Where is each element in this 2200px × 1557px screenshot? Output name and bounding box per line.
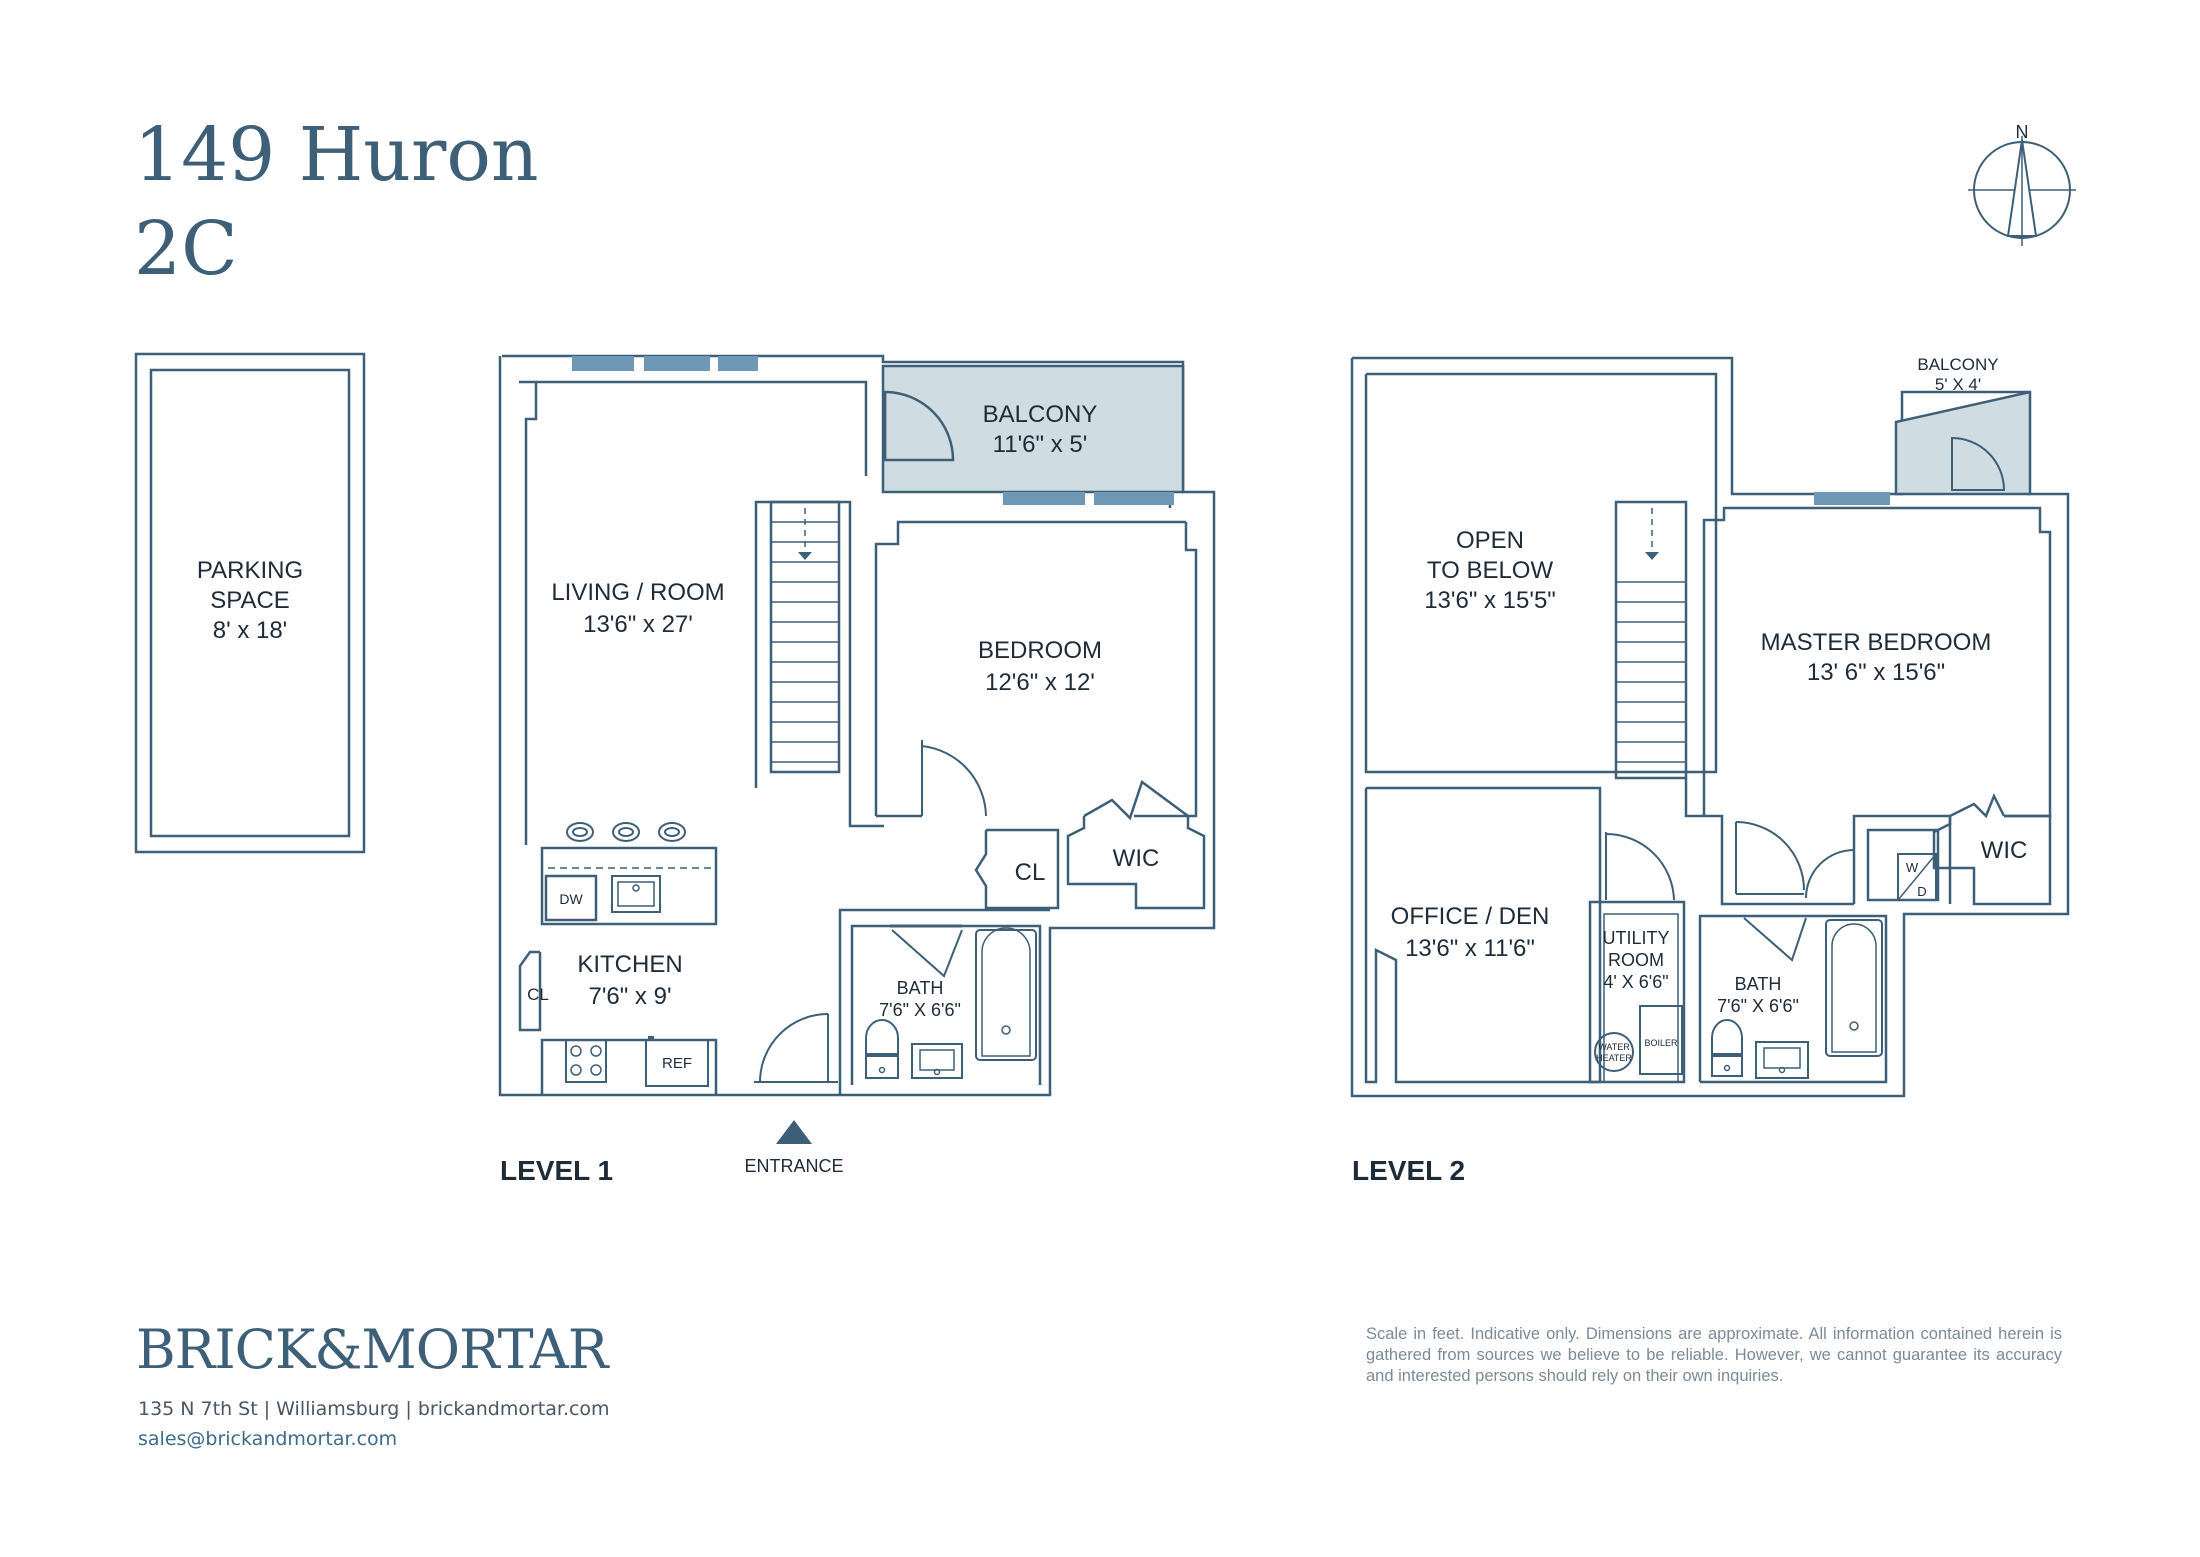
level1-window — [572, 356, 634, 371]
refrigerator — [645, 1039, 709, 1087]
level2-bath-name: BATH — [1735, 974, 1782, 994]
master-bedroom: MASTER BEDROOM 13' 6" x 15'6" — [1702, 506, 2052, 818]
entrance-label: ENTRANCE — [744, 1156, 843, 1176]
entrance-arrow-icon — [776, 1120, 812, 1144]
level2-bath-dims: 7'6" X 6'6" — [1717, 996, 1799, 1016]
level1-balcony-name: BALCONY — [983, 401, 1098, 428]
parking-space: PARKING SPACE 8' x 18' — [134, 352, 366, 854]
level1-kitchen-name: KITCHEN — [577, 951, 682, 978]
level1-bedroom: BEDROOM 12'6" x 12' — [874, 520, 1198, 818]
disclaimer: Scale in feet. Indicative only. Dimensio… — [1366, 1325, 2062, 1385]
utility-dims: 4' X 6'6" — [1603, 972, 1668, 992]
agency-email[interactable]: sales@brickandmortar.com — [138, 1428, 398, 1450]
level2-stairs — [1614, 500, 1854, 906]
level1-inner-wall — [536, 380, 868, 476]
level2-wic-label: WIC — [1981, 837, 2028, 864]
washer-dryer: W D — [1852, 814, 1952, 904]
level2-wic: WIC — [1932, 792, 2052, 906]
open-to-below: OPEN TO BELOW 13'6" x 15'5" — [1364, 372, 1718, 774]
level1-toilet — [865, 1019, 899, 1055]
level2-window — [1814, 492, 1890, 505]
stairs-down-arrow-icon — [798, 552, 812, 560]
compass-north-label: N — [2016, 122, 2029, 142]
kitchen-island: DW — [540, 846, 718, 926]
level1-bath-name: BATH — [897, 978, 944, 998]
level1-bedroom-name: BEDROOM — [978, 637, 1102, 664]
level1-bedroom-dims: 12'6" x 12' — [985, 669, 1095, 696]
utility-line2: ROOM — [1608, 950, 1664, 970]
utility-line1: UTILITY — [1602, 928, 1669, 948]
kitchen-closet-label: CL — [527, 985, 549, 1004]
level1-closet: CL — [974, 828, 1060, 910]
boiler-label: BOILER — [1644, 1038, 1678, 1048]
property-title: 149 Huron — [134, 112, 539, 198]
level1-label: LEVEL 1 — [500, 1155, 613, 1186]
level2-bathtub — [1825, 919, 1883, 1057]
brand-logo: BRICK&MORTAR — [136, 1318, 608, 1381]
level2-bath: BATH 7'6" X 6'6" — [1698, 914, 1888, 1084]
level2-balcony: BALCONY 5' X 4' — [1814, 355, 2032, 505]
level1-bathtub — [975, 929, 1037, 1061]
level1-bath-dims: 7'6" X 6'6" — [879, 1000, 961, 1020]
parking-label-line1: PARKING — [197, 557, 303, 584]
level1-window — [718, 356, 758, 371]
boiler — [1639, 1005, 1683, 1075]
unit-number: 2C — [134, 206, 238, 292]
office-name: OFFICE / DEN — [1391, 903, 1550, 930]
level1-balcony-dims: 11'6" x 5' — [993, 431, 1088, 458]
level1-window — [1003, 492, 1085, 505]
level1-dw-label: DW — [559, 891, 583, 907]
level1-outer-wall — [498, 354, 1216, 1097]
level2-doors — [1605, 821, 1855, 901]
level2-balcony-name: BALCONY — [1917, 355, 1998, 374]
open-line1: OPEN — [1456, 527, 1524, 554]
level1-wic: WIC — [1066, 779, 1206, 910]
level1-kitchen-dims: 7'6" x 9' — [588, 983, 671, 1010]
level1-living-dims: 13'6" x 27' — [583, 611, 693, 638]
level1-bath: BATH 7'6" X 6'6" — [838, 908, 1050, 1095]
level2-bath-sink — [1755, 1041, 1809, 1079]
dishwasher — [544, 874, 598, 922]
level-1-plan: BALCONY 11'6" x 5' — [498, 354, 1216, 1186]
level1-bath-sink — [911, 1043, 963, 1079]
washer-label: W — [1906, 860, 1919, 875]
entrance-door: ENTRANCE — [744, 1013, 844, 1176]
kitchen-closet: CL — [518, 950, 549, 1032]
level2-balcony-dims: 5' X 4' — [1935, 375, 1981, 394]
compass: N — [1968, 122, 2076, 246]
stove — [565, 1039, 607, 1083]
open-line2: TO BELOW — [1427, 557, 1554, 584]
level-2-plan: OPEN TO BELOW 13'6" x 15'5" BALCONY — [1350, 355, 2070, 1186]
parking-label-line2: SPACE — [210, 587, 290, 614]
dryer-label: D — [1917, 884, 1926, 899]
level2-stairs-arrow-icon — [1645, 552, 1659, 560]
water-heater-line1: WATER — [1598, 1042, 1630, 1052]
office-dims: 13'6" x 11'6" — [1405, 935, 1535, 962]
parking-dimensions: 8' x 18' — [213, 617, 288, 644]
level1-stairs — [754, 500, 884, 828]
kitchen-sink — [611, 875, 661, 913]
master-bedroom-dims: 13' 6" x 15'6" — [1807, 659, 1945, 686]
master-bedroom-name: MASTER BEDROOM — [1761, 629, 1992, 656]
level1-window — [1094, 492, 1174, 505]
kitchen-counter: REF — [540, 1036, 718, 1095]
level1-wic-label: WIC — [1113, 845, 1160, 872]
water-heater-line2: HEATER — [1596, 1053, 1632, 1063]
level1-balcony: BALCONY 11'6" x 5' — [881, 364, 1185, 505]
level1-closet-label: CL — [1015, 859, 1046, 886]
agency-address: 135 N 7th St | Williamsburg | brickandmo… — [138, 1398, 610, 1420]
bar-stools — [566, 822, 686, 842]
level2-toilet — [1711, 1019, 1743, 1055]
open-dims: 13'6" x 15'5" — [1424, 587, 1556, 614]
level1-window — [644, 356, 710, 371]
level1-ref-label: REF — [662, 1055, 692, 1072]
utility-room: UTILITY ROOM 4' X 6'6" WATER HEATER BOIL… — [1588, 900, 1686, 1084]
office-den: OFFICE / DEN 13'6" x 11'6" — [1364, 786, 1602, 1084]
level2-label: LEVEL 2 — [1352, 1155, 1465, 1186]
level1-living-name: LIVING / ROOM — [551, 579, 724, 606]
water-heater — [1594, 1032, 1634, 1072]
